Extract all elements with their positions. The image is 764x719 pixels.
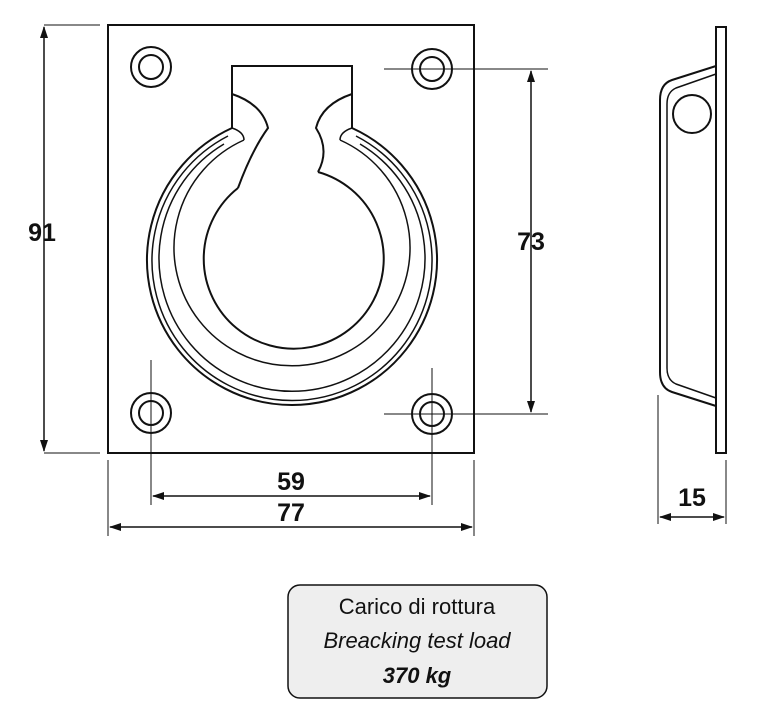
ring-handle xyxy=(146,65,438,406)
side-ring-profile xyxy=(672,94,712,134)
side-plate xyxy=(715,26,727,454)
dim-label-hole-vertical: 73 xyxy=(517,228,545,256)
info-box-line-italian: Carico di rottura xyxy=(339,594,496,619)
side-recess xyxy=(659,65,717,407)
dim-label-width: 77 xyxy=(277,499,305,527)
front-view xyxy=(107,24,475,454)
info-box-line-english: Breacking test load xyxy=(323,628,511,653)
dim-label-depth: 15 xyxy=(678,484,706,512)
mounting-plate xyxy=(107,24,475,454)
dimension-lines xyxy=(40,26,725,531)
side-view xyxy=(659,26,727,454)
extension-lines xyxy=(44,24,727,536)
mounting-hole-top-left xyxy=(130,46,172,88)
info-box-load-value: 370 kg xyxy=(383,663,452,688)
dim-label-height: 91 xyxy=(28,219,56,247)
dim-label-hole-horizontal: 59 xyxy=(277,468,305,496)
info-box: Carico di rottura Breacking test load 37… xyxy=(287,584,548,699)
